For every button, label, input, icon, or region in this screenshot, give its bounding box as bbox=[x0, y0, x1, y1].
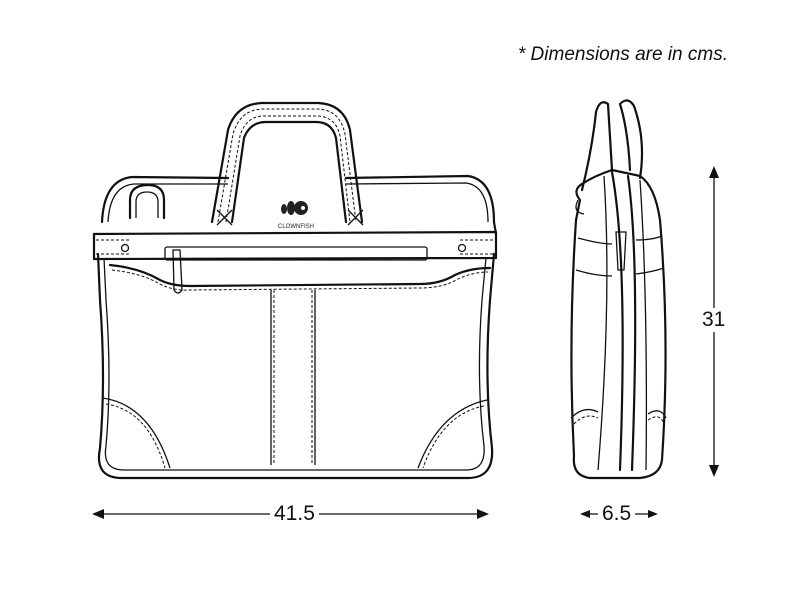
width-dimension-label: 41.5 bbox=[270, 502, 319, 526]
dimension-arrows bbox=[92, 166, 719, 519]
depth-dimension-label: 6.5 bbox=[598, 502, 636, 526]
dimensions-note: * Dimensions are in cms. bbox=[517, 44, 728, 65]
clownfish-logo-icon: CLOWNFISH bbox=[278, 201, 314, 230]
svg-text:CLOWNFISH: CLOWNFISH bbox=[278, 224, 314, 230]
height-dimension-label: 31 bbox=[698, 308, 730, 332]
bag-side-view bbox=[570, 99, 667, 480]
bag-front-view bbox=[92, 101, 498, 480]
